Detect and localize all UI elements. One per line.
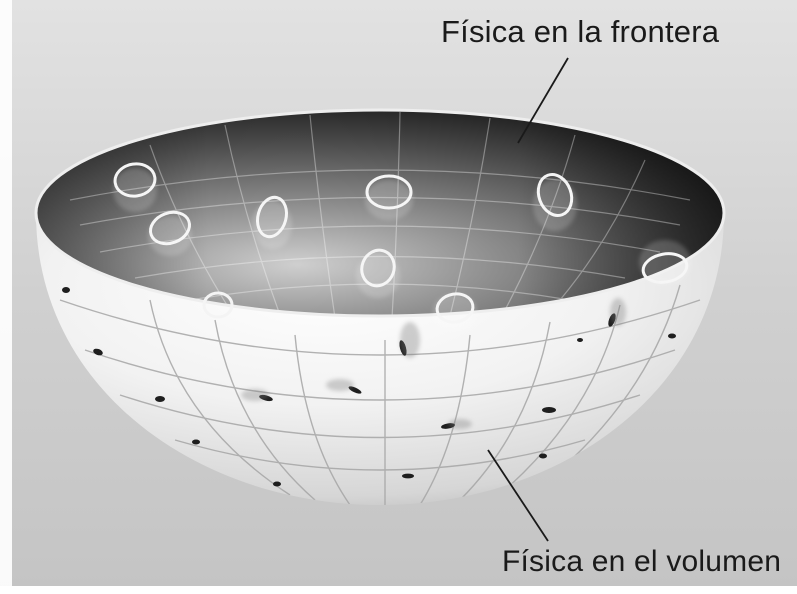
- dark-dash-icon: [668, 333, 676, 339]
- dark-dash-icon: [192, 439, 200, 445]
- left-frame-edge: [0, 0, 12, 594]
- volume-leader-line: [487, 449, 549, 542]
- marker-shadows: [241, 298, 626, 429]
- outer-shell: [36, 213, 724, 505]
- outer-grid: [59, 284, 701, 505]
- dark-dash-icon: [273, 481, 281, 487]
- bowl-rim: [34, 108, 726, 318]
- dark-dash-icon: [542, 407, 556, 413]
- dark-dash-icon: [577, 338, 583, 342]
- ring-loop-icon: [202, 291, 234, 319]
- bottom-frame-edge: [0, 586, 797, 594]
- dark-dash-icon: [539, 453, 547, 459]
- boundary-physics-label: Física en la frontera: [441, 14, 720, 49]
- dark-dash-icon: [62, 287, 70, 293]
- volume-physics-label: Física en el volumen: [502, 545, 782, 578]
- ring-glow: [113, 168, 691, 330]
- dark-dash-icon: [155, 396, 165, 402]
- inner-surface: [34, 108, 726, 330]
- dark-dash-icon: [402, 473, 414, 479]
- dark-dash-icon: [93, 348, 103, 356]
- boundary-leader-line: [517, 57, 569, 144]
